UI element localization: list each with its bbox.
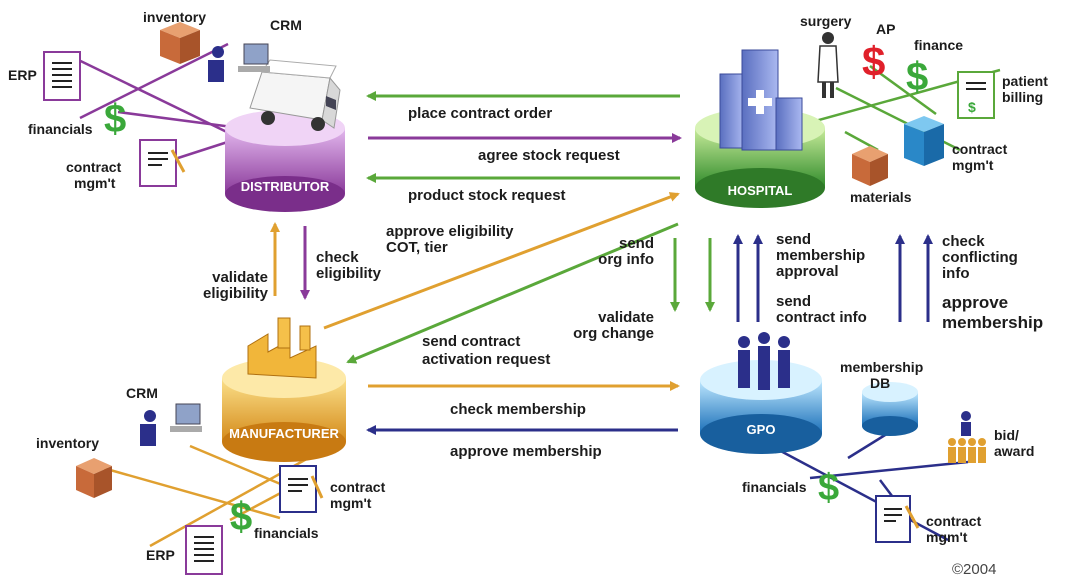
label-approve-membership-2: membership <box>942 313 1043 332</box>
hospital-materials-icon <box>852 146 888 186</box>
distributor-erp-document-icon <box>43 51 81 101</box>
label-manufacturer-inventory: inventory <box>36 435 99 451</box>
manufacturer-hub-label: MANUFACTURER <box>229 426 339 441</box>
manufacturer-erp-document-icon <box>185 525 223 575</box>
label-check-conflicting-info-3: info <box>942 265 970 282</box>
label-send-contract-activation-2: activation request <box>422 351 550 368</box>
label-ap: AP <box>876 21 895 37</box>
label-send-membership-approval-2: membership <box>776 247 865 264</box>
label-place-contract-order: place contract order <box>408 105 552 122</box>
truck-icon <box>249 59 341 131</box>
finance-dollar-icon: $ <box>906 55 928 99</box>
arrow-approve-eligibility <box>323 192 680 330</box>
gpo-hub: GPO <box>700 332 822 454</box>
label-send-org-info-1: send <box>619 235 654 252</box>
label-agree-stock-request: agree stock request <box>478 147 620 164</box>
label-product-stock-request: product stock request <box>408 187 566 204</box>
label-validate-org-change-1: validate <box>598 309 654 326</box>
distributor-crm-icon <box>208 43 270 82</box>
label-manufacturer-crm: CRM <box>126 385 158 401</box>
distributor-inventory-icon <box>160 22 200 64</box>
surgery-figure-icon <box>817 32 839 98</box>
label-check-eligibility-2: eligibility <box>316 265 382 282</box>
label-approve-membership-bottom: approve membership <box>450 443 602 460</box>
label-membership-db-2: DB <box>870 375 890 391</box>
label-validate-eligibility-1: validate <box>212 269 268 286</box>
label-distributor-erp: ERP <box>8 67 37 83</box>
label-check-conflicting-info-1: check <box>942 233 985 250</box>
label-surgery: surgery <box>800 13 852 29</box>
manufacturer-dollar-icon: $ <box>230 495 252 539</box>
label-membership-db-1: membership <box>840 359 923 375</box>
label-approve-membership-1: approve <box>942 293 1008 312</box>
gpo-contract-document-icon <box>875 495 920 543</box>
label-manufacturer-contract-1: contract <box>330 479 386 495</box>
label-check-eligibility-1: check <box>316 249 359 266</box>
label-check-conflicting-info-2: conflicting <box>942 249 1018 266</box>
gpo-hub-label: GPO <box>747 422 776 437</box>
label-distributor-crm: CRM <box>270 17 302 33</box>
bid-award-people-icon <box>948 411 986 463</box>
label-approve-eligibility-2: COT, tier <box>386 239 448 256</box>
label-distributor-contract-1: contract <box>66 159 122 175</box>
label-manufacturer-erp: ERP <box>146 547 175 563</box>
label-send-org-info-2: org info <box>598 251 654 268</box>
distributor-contract-document-icon <box>139 139 186 187</box>
copyright-text: ©2004 <box>952 561 996 578</box>
manufacturer-crm-icon <box>140 403 202 446</box>
label-send-contract-activation-1: send contract <box>422 333 520 350</box>
label-patient-2: billing <box>1002 89 1043 105</box>
label-materials: materials <box>850 189 912 205</box>
label-bid-2: award <box>994 443 1034 459</box>
label-validate-org-change-2: org change <box>573 325 654 342</box>
manufacturer-contract-document-icon <box>279 465 324 513</box>
arrow-send-contract-activation <box>346 222 679 364</box>
label-finance: finance <box>914 37 963 53</box>
label-manufacturer-financials: financials <box>254 525 319 541</box>
label-hospital-contract-1: contract <box>952 141 1008 157</box>
hospital-hub: HOSPITAL <box>695 49 825 208</box>
label-gpo-contract-1: contract <box>926 513 982 529</box>
hospital-building-icon <box>719 49 803 151</box>
label-distributor-financials: financials <box>28 121 93 137</box>
membership-db-icon <box>862 382 918 436</box>
label-gpo-financials: financials <box>742 479 807 495</box>
distributor-hub-label: DISTRIBUTOR <box>241 179 330 194</box>
flow-arrows <box>270 91 933 435</box>
label-approve-eligibility-1: approve eligibility <box>386 223 514 240</box>
label-send-contract-info-1: send <box>776 293 811 310</box>
label-patient-1: patient <box>1002 73 1048 89</box>
hospital-contract-cabinet-icon <box>904 116 944 166</box>
distributor-hub: DISTRIBUTOR <box>225 59 345 212</box>
label-distributor-inventory: inventory <box>143 9 206 25</box>
label-bid-1: bid/ <box>994 427 1019 443</box>
factory-icon <box>247 317 317 379</box>
label-manufacturer-contract-2: mgm't <box>330 495 372 511</box>
label-send-membership-approval-1: send <box>776 231 811 248</box>
label-distributor-contract-2: mgm't <box>74 175 116 191</box>
label-validate-eligibility-2: eligibility <box>203 285 269 302</box>
gpo-dollar-icon: $ <box>818 467 839 509</box>
label-send-contract-info-2: contract info <box>776 309 867 326</box>
distributor-dollar-icon: $ <box>104 97 126 141</box>
label-hospital-contract-2: mgm't <box>952 157 994 173</box>
people-group-icon <box>738 332 790 390</box>
label-check-membership: check membership <box>450 401 586 418</box>
manufacturer-inventory-icon <box>76 458 112 498</box>
svg-text:$: $ <box>968 99 976 115</box>
patient-billing-document-icon: $ <box>957 71 995 119</box>
hospital-hub-label: HOSPITAL <box>728 183 793 198</box>
manufacturer-hub: MANUFACTURER <box>222 317 346 462</box>
label-send-membership-approval-3: approval <box>776 263 839 280</box>
label-gpo-contract-2: mgm't <box>926 529 968 545</box>
ap-dollar-icon: $ <box>862 38 885 85</box>
